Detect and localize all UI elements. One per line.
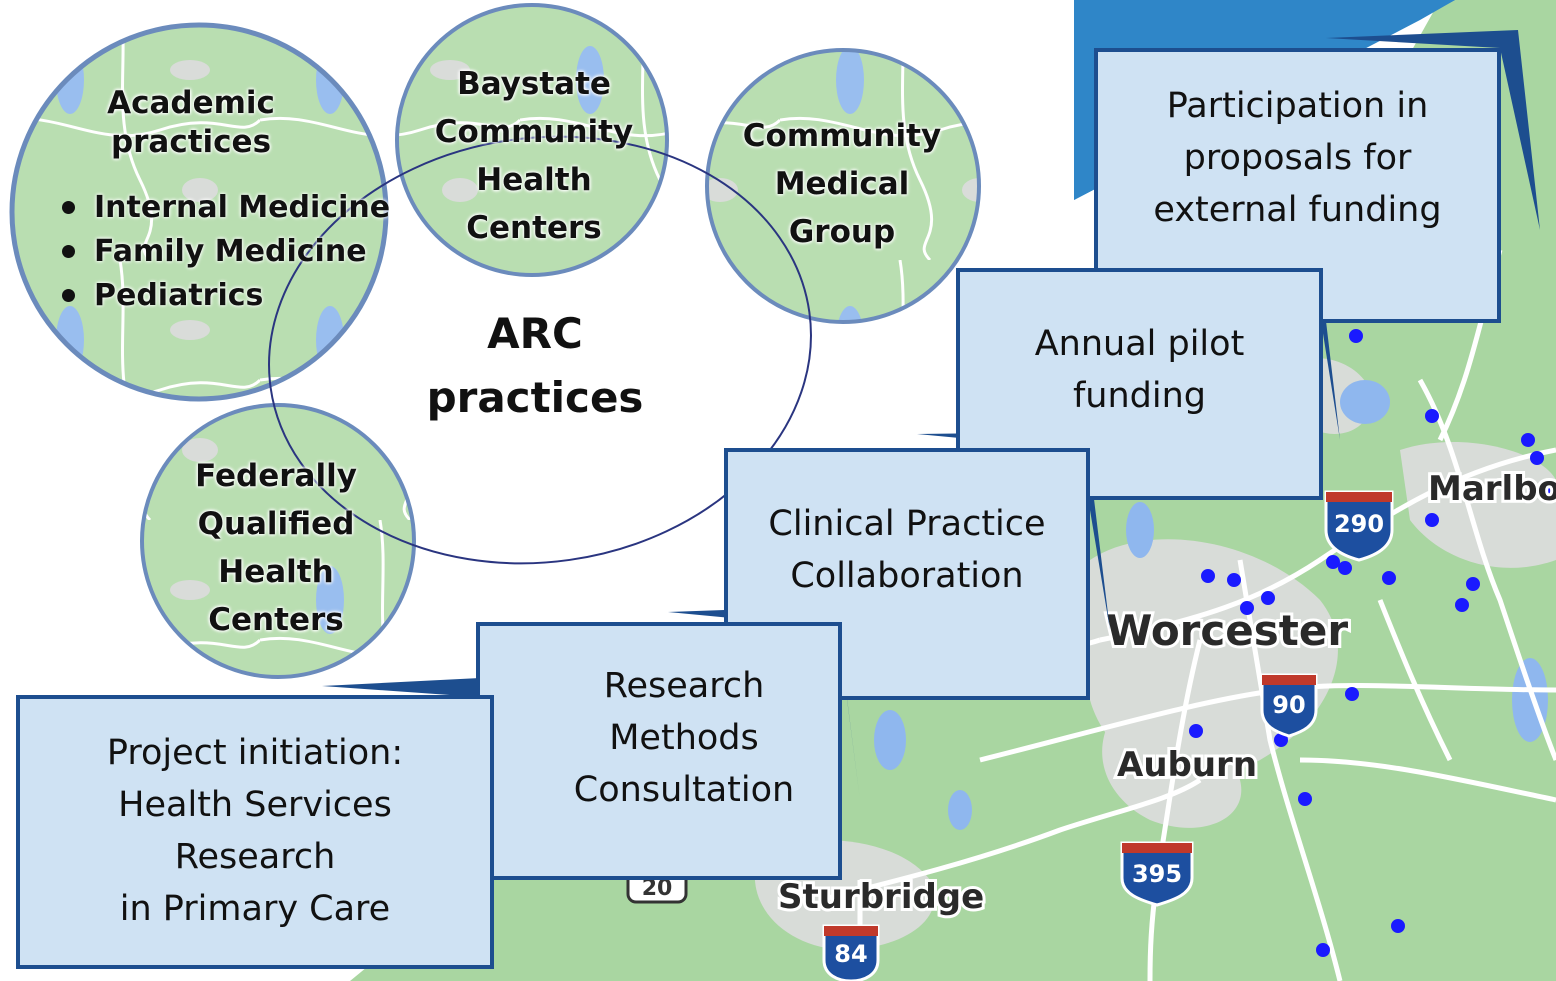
step-project-initiation: Project initiation: Health Services Rese…	[16, 695, 494, 969]
cmg-title: Community Medical Group	[742, 118, 942, 250]
cmg-circle	[705, 48, 981, 324]
svg-text:395: 395	[1132, 860, 1182, 888]
step-research-methods-consultation: Research Methods Consultation	[476, 622, 842, 880]
i90-shield-icon: 90	[1260, 673, 1318, 738]
baystate-circle	[395, 3, 669, 277]
sturbridge-map-label: Sturbridge	[778, 877, 984, 917]
box-tabs	[322, 30, 1540, 870]
svg-text:84: 84	[834, 940, 867, 968]
bullet-pediatrics: Pediatrics	[54, 274, 390, 318]
connecting-ellipse	[268, 135, 812, 565]
worcester-map-label: Worcester	[1106, 606, 1348, 655]
bullet-internal-medicine: Internal Medicine	[54, 186, 390, 230]
svg-text:290: 290	[1334, 510, 1384, 538]
auburn-map-label: Auburn	[1117, 745, 1257, 785]
fqhc-circle	[140, 403, 416, 679]
svg-text:20: 20	[642, 876, 673, 901]
fqhc-title: Federally Qualified Health Centers	[195, 458, 357, 638]
marlboro-map-label: Marlbo	[1428, 469, 1556, 509]
i290-shield-icon: 290	[1324, 490, 1394, 562]
step-clinical-practice-collaboration: Clinical Practice Collaboration	[724, 448, 1090, 700]
bullet-family-medicine: Family Medicine	[54, 230, 390, 274]
academic-bullet-list: Internal Medicine Family Medicine Pediat…	[54, 186, 390, 318]
academic-circle	[9, 22, 389, 402]
academic-title: Academic practices	[107, 85, 275, 161]
baystate-title: Baystate Community Health Centers	[434, 66, 634, 246]
i395-shield-icon: 395	[1120, 841, 1194, 907]
i84-shield-icon: 84	[822, 924, 880, 981]
arc-practices-label: ARC practices	[426, 309, 644, 422]
svg-text:90: 90	[1272, 691, 1305, 719]
